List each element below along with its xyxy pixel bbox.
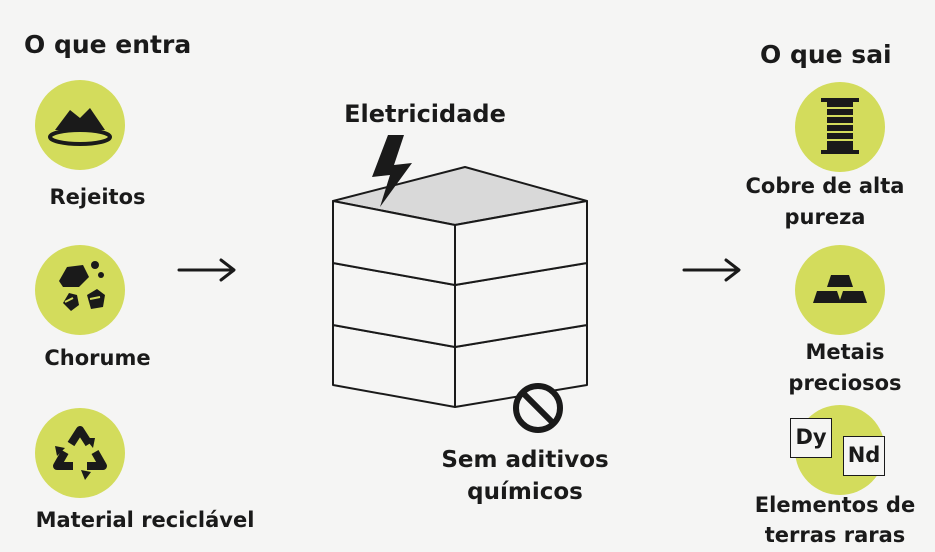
electrolysis-block-stack xyxy=(332,166,588,408)
electricity-label: Eletricidade xyxy=(344,100,506,128)
no-additives-label-line1: Sem aditivos xyxy=(441,447,609,473)
no-additives-label-line2: químicos xyxy=(467,479,583,505)
output-label-cobre-line1: Cobre de alta xyxy=(745,174,905,198)
output-label-terras-line2: terras raras xyxy=(764,523,906,547)
output-label-terras-line1: Elementos de xyxy=(754,493,916,517)
outputs-heading: O que sai xyxy=(760,40,892,69)
rare-earth-tile-dy: Dy xyxy=(790,418,832,458)
input-label-material-reciclavel: Material reciclável xyxy=(35,508,255,532)
arrow-right-icon xyxy=(682,258,741,282)
rare-earth-tile-nd: Nd xyxy=(843,436,885,476)
input-label-rejeitos: Rejeitos xyxy=(49,185,146,209)
gold-bars-icon xyxy=(795,245,885,335)
copper-coil-icon xyxy=(795,82,885,172)
recycle-icon xyxy=(35,408,125,498)
tailings-pile-icon xyxy=(35,80,125,170)
output-label-metais-line2: preciosos xyxy=(788,371,902,395)
input-label-chorume: Chorume xyxy=(44,346,151,370)
lightning-bolt-icon xyxy=(372,135,412,207)
inputs-heading: O que entra xyxy=(24,30,192,59)
rare-earth-tile-nd-text: Nd xyxy=(847,443,881,467)
leachate-rocks-icon xyxy=(35,245,125,335)
prohibited-icon xyxy=(513,383,563,433)
output-label-metais-line1: Metais xyxy=(805,340,885,364)
output-label-cobre-line2: pureza xyxy=(784,205,866,229)
rare-earth-tile-dy-text: Dy xyxy=(795,425,827,449)
arrow-right-icon xyxy=(177,258,236,282)
